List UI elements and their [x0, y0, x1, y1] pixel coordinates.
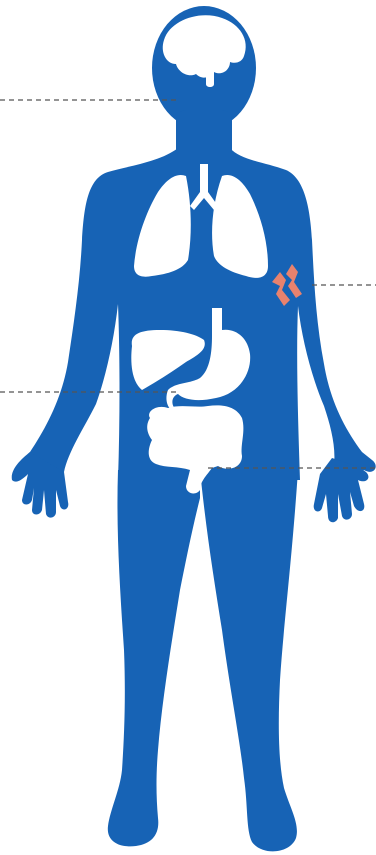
- left-leg: [108, 470, 200, 846]
- right-leg: [200, 470, 298, 851]
- brain-stem: [206, 70, 214, 87]
